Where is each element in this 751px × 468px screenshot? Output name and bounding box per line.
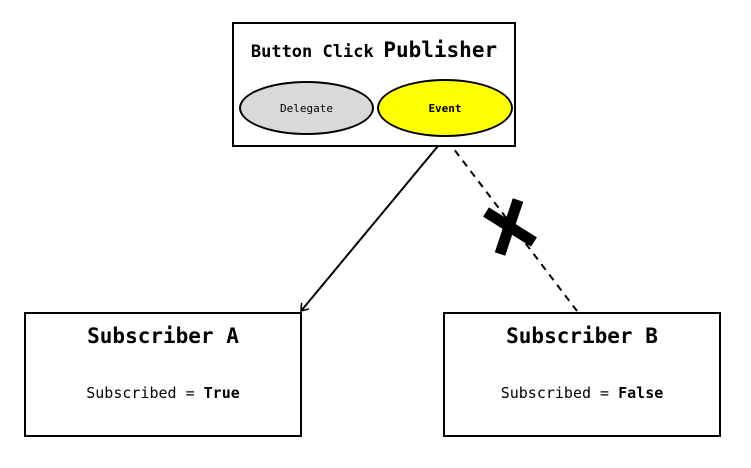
- subscriber-a-box: Subscriber A Subscribed = True: [24, 312, 302, 437]
- publisher-title: Button Click Publisher: [234, 38, 514, 62]
- event-to-subscriber-a-arrow: [301, 139, 444, 311]
- subscriber-b-status-label: Subscribed =: [500, 384, 610, 402]
- subscriber-b-status-value: False: [618, 384, 664, 402]
- publisher-title-main: Publisher: [383, 38, 498, 62]
- subscriber-a-title: Subscriber A: [87, 324, 239, 348]
- publisher-box: Button Click Publisher Delegate Event: [232, 22, 516, 147]
- event-ellipse: Event: [377, 79, 513, 137]
- event-label: Event: [428, 101, 462, 115]
- subscriber-a-status-value: True: [203, 384, 240, 402]
- delegate-ellipse: Delegate: [239, 81, 374, 135]
- publisher-title-prefix: Button Click: [250, 42, 374, 62]
- x-icon: [483, 198, 537, 256]
- delegate-label: Delegate: [280, 101, 333, 115]
- subscriber-a-status-label: Subscribed =: [86, 384, 195, 402]
- subscriber-a-status: Subscribed = True: [26, 384, 300, 402]
- subscriber-b-title: Subscriber B: [506, 324, 658, 348]
- subscriber-b-box: Subscriber B Subscribed = False: [443, 312, 721, 437]
- subscriber-b-status: Subscribed = False: [445, 384, 719, 402]
